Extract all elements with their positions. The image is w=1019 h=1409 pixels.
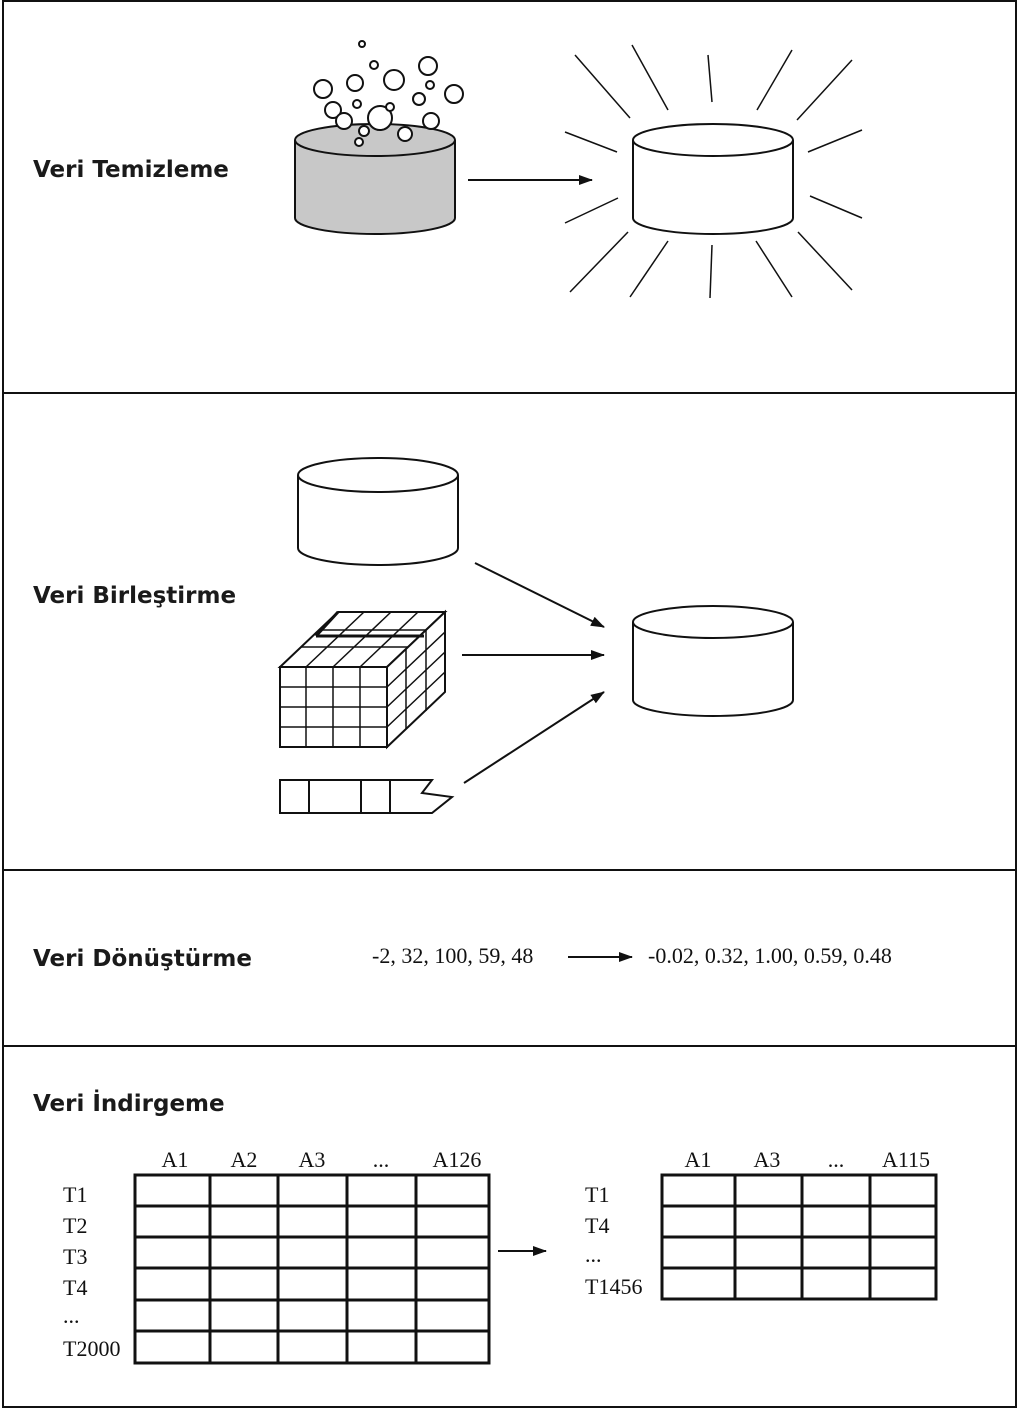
column-header: ... [828, 1147, 845, 1172]
column-header: A1 [685, 1147, 712, 1172]
dirty-database-icon [294, 123, 456, 235]
column-header: A126 [433, 1147, 482, 1172]
column-header: A1 [162, 1147, 189, 1172]
column-header: ... [373, 1147, 390, 1172]
column-header: A115 [882, 1147, 930, 1172]
flat-file-icon [279, 779, 455, 814]
row-label: ... [585, 1242, 602, 1267]
integration-label: Veri Birleştirme [33, 583, 237, 609]
clean-database-icon [632, 123, 794, 235]
right-table-column-headers: A1 A3 ... A115 [685, 1147, 930, 1172]
row-label: T4 [585, 1213, 609, 1238]
integration-arrow-bottom [463, 691, 605, 784]
left-table: A1 A2 A3 ... A126 T1 T2 T3 T4 ... T2000 [63, 1147, 491, 1365]
row-label: T2 [63, 1213, 87, 1238]
column-header: A3 [754, 1147, 781, 1172]
transformation-output-values: -0.02, 0.32, 1.00, 0.59, 0.48 [648, 943, 892, 968]
bubbles-icon [313, 40, 464, 147]
row-label: T1 [63, 1182, 87, 1207]
right-table: A1 A3 ... A115 T1 T4 ... T1456 [585, 1147, 938, 1301]
row-label: T4 [63, 1275, 87, 1300]
row-label: T2000 [63, 1336, 120, 1361]
row-label: T3 [63, 1244, 87, 1269]
right-table-row-labels: T1 T4 ... T1456 [585, 1182, 642, 1299]
left-table-column-headers: A1 A2 A3 ... A126 [162, 1147, 482, 1172]
row-label: ... [63, 1303, 80, 1328]
data-cube-icon [277, 609, 448, 750]
row-label: T1 [585, 1182, 609, 1207]
shine-rays-icon [564, 44, 863, 299]
row-label: T1456 [585, 1274, 642, 1299]
transformation-label: Veri Dönüştürme [33, 946, 252, 972]
column-header: A2 [231, 1147, 258, 1172]
target-database-icon [632, 605, 794, 717]
left-table-row-labels: T1 T2 T3 T4 ... T2000 [63, 1182, 120, 1361]
transformation-input-values: -2, 32, 100, 59, 48 [372, 943, 534, 968]
source-database-icon [297, 457, 459, 566]
cleaning-label: Veri Temizleme [33, 157, 229, 183]
column-header: A3 [299, 1147, 326, 1172]
integration-arrow-top [474, 562, 605, 628]
reduction-label: Veri İndirgeme [33, 1091, 225, 1117]
